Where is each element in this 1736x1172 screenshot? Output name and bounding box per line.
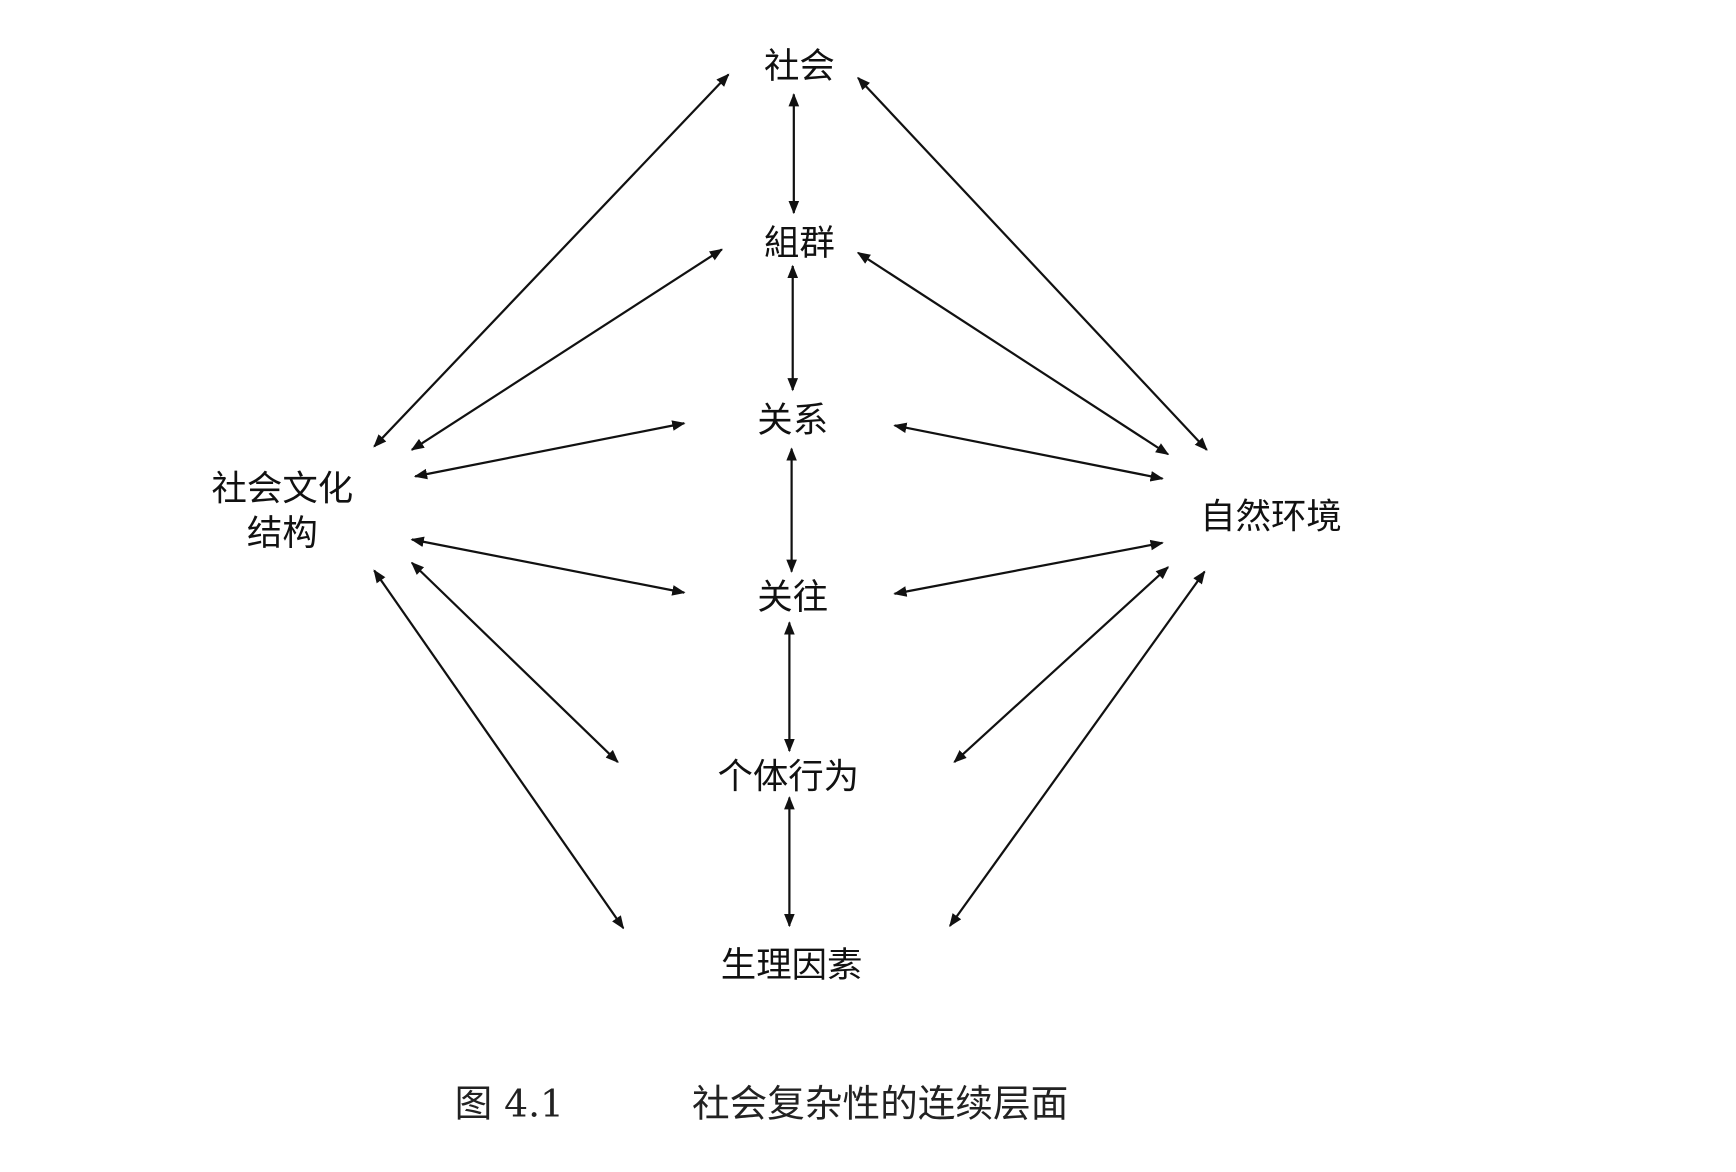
- arrow-culture-society: [373, 73, 730, 448]
- node-relation: 关系: [757, 400, 828, 441]
- arrow-environment-society: [857, 76, 1208, 451]
- arrow-environment-group: [856, 251, 1170, 456]
- node-interaction: 关往: [757, 577, 828, 618]
- arrow-culture-individual: [410, 561, 619, 763]
- node-society: 社会: [764, 46, 835, 87]
- node-physiological-factors: 生理因素: [721, 945, 863, 986]
- node-sociocultural-structure-line1: 社会文化: [212, 469, 354, 510]
- figure-caption: 社会复杂性的连续层面: [692, 1081, 1068, 1125]
- arrow-culture-group: [410, 248, 723, 451]
- node-individual-behavior: 个体行为: [717, 757, 859, 798]
- arrow-culture-physiological: [373, 569, 625, 930]
- node-sociocultural-structure-line2: 结构: [247, 513, 318, 554]
- arrow-environment-individual: [953, 566, 1170, 763]
- arrow-environment-physiological: [949, 570, 1206, 927]
- arrow-environment-interaction: [893, 539, 1164, 597]
- arrow-culture-interaction: [410, 536, 686, 596]
- arrow-culture-relation: [413, 420, 686, 480]
- node-group: 組群: [764, 223, 835, 264]
- node-natural-environment: 自然环境: [1200, 496, 1342, 537]
- arrow-environment-relation: [893, 422, 1164, 482]
- figure-number: 图 4.1: [455, 1081, 564, 1125]
